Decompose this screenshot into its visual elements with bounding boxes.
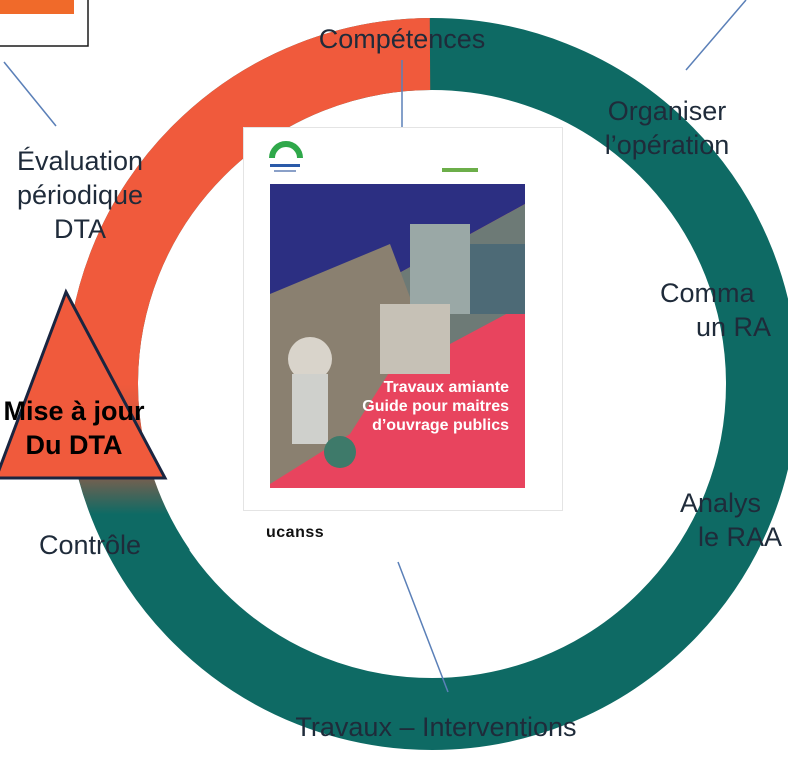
ucanss-logo: ucanss [266, 524, 325, 541]
label-mise-a-jour: Mise à jour Du DTA [0, 394, 174, 462]
label-travaux: Travaux – Interventions [295, 712, 577, 742]
label-competences: Compétences [318, 24, 486, 54]
building-arch-icon [269, 141, 303, 159]
label-analyser-line2: le RAA [698, 522, 783, 552]
label-analyser: Analys le RAA [680, 486, 782, 554]
guide-cover: Travaux amiante Guide pour maitres d’ouv… [244, 128, 562, 541]
label-evaluation-line2: périodique [16, 180, 144, 210]
label-organiser: Organiser l’opération [572, 94, 762, 162]
label-controle: Contrôle [38, 530, 142, 560]
label-analyser-line1: Analys [680, 488, 762, 518]
cycle-ring-orange-arc [66, 18, 431, 385]
label-mise-line2: Du DTA [25, 430, 123, 460]
connector-evaluation [3, 61, 57, 127]
label-commander: Comma un RA [660, 276, 771, 344]
connector-travaux [397, 561, 449, 693]
guide-title-line1: Travaux amiante [383, 379, 509, 396]
label-evaluation: Évaluation périodique DTA [0, 144, 180, 246]
guide-title: Travaux amiante Guide pour maitres d’ouv… [270, 378, 509, 435]
label-commander-line2: un RA [696, 312, 772, 342]
guide-logos [269, 141, 478, 172]
corner-box-accent [0, 0, 74, 14]
label-commander-line1: Comma [660, 278, 755, 308]
guide-title-line2: Guide pour maitres [362, 398, 509, 415]
guide-cover-photo [270, 184, 525, 488]
mise-a-jour-triangle [0, 288, 168, 480]
label-mise-line1: Mise à jour [3, 396, 145, 426]
label-evaluation-line1: Évaluation [16, 146, 144, 176]
label-organiser-line1: Organiser [607, 96, 727, 126]
guide-cover-art [270, 184, 525, 488]
label-organiser-line2: l’opération [604, 130, 730, 160]
guide-title-line3: d’ouvrage publics [372, 417, 509, 434]
label-evaluation-line3: DTA [54, 214, 106, 244]
connector-organiser [685, 0, 747, 71]
